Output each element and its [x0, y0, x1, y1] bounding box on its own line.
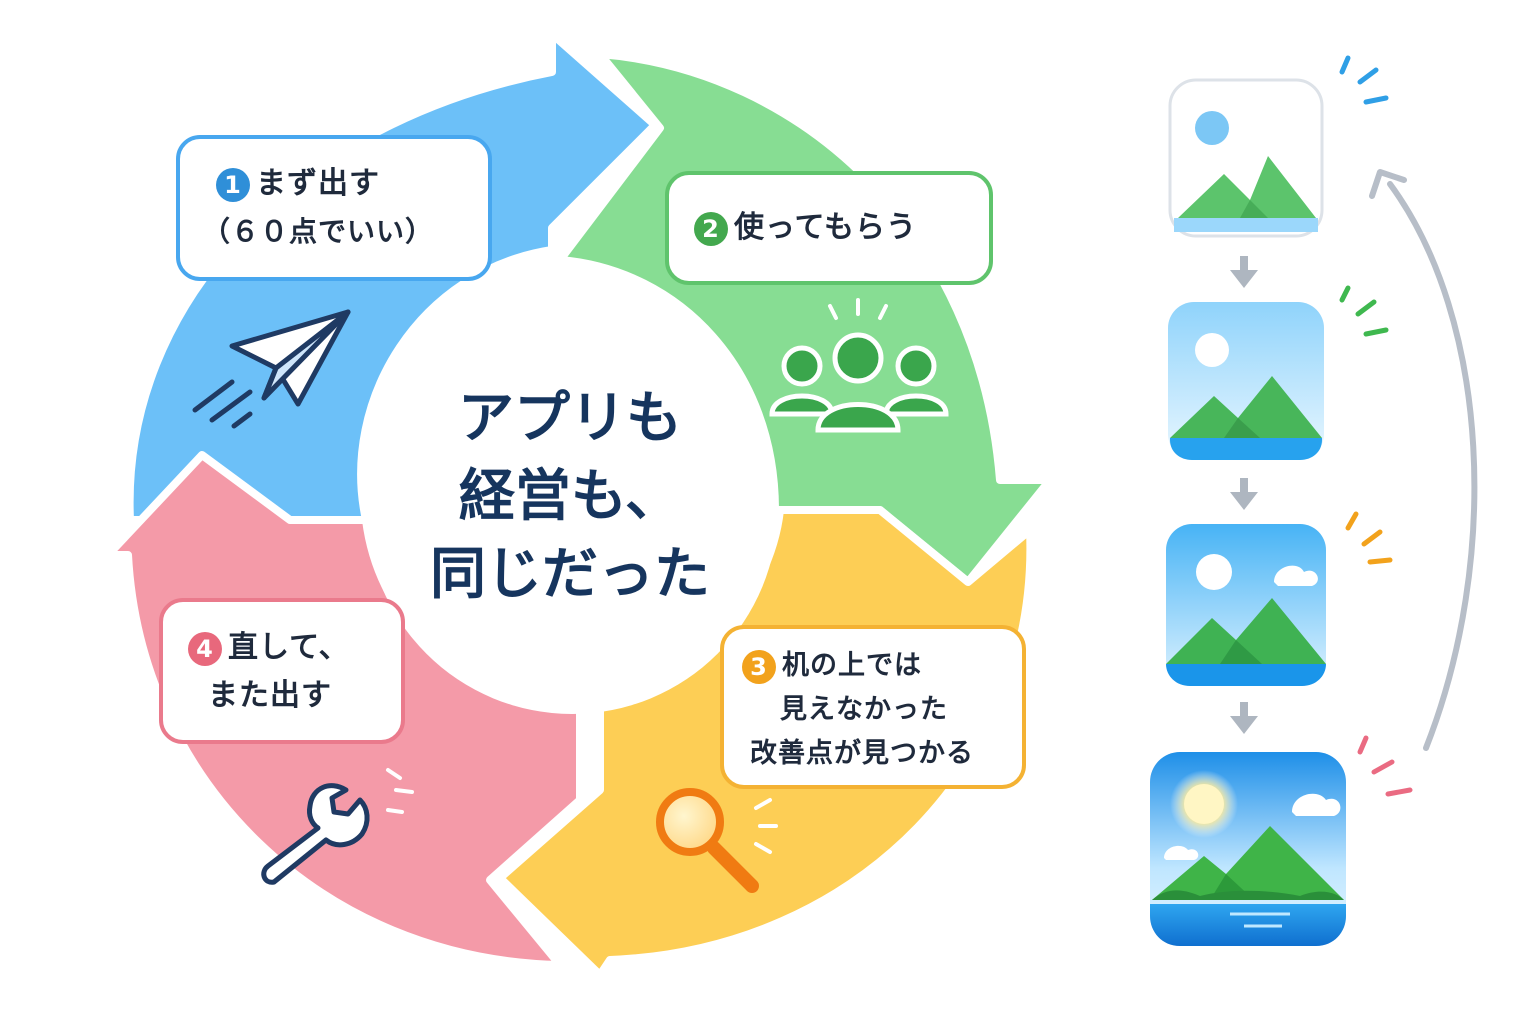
step-1-line-1: まず出す [256, 166, 380, 201]
step-3-line-2: 見えなかった [780, 694, 948, 725]
step-1-number-badge: 1 [216, 167, 250, 202]
step-1-box [176, 135, 492, 281]
step-2-box [665, 171, 993, 285]
progression-column [1150, 55, 1478, 946]
wrench-icon [261, 768, 414, 885]
sparkle-blue-icon [1339, 55, 1389, 105]
step-2-number-badge: 2 [694, 211, 728, 246]
step-2-line-1: 使ってもらう [734, 210, 917, 245]
paper-plane-icon [192, 309, 351, 429]
return-arrow-icon [1369, 169, 1478, 751]
sparkle-orange-icon [1345, 511, 1393, 565]
step-4-box [159, 598, 405, 744]
center-title-line-2: 経営も、 [458, 464, 682, 529]
step-4-number-badge: 4 [188, 631, 222, 666]
step-4-line-2: また出す [208, 678, 332, 713]
image-icon-stage-4 [1150, 752, 1346, 946]
users-group-icon [769, 298, 949, 433]
center-title: アプリも 経営も、 同じだった [400, 380, 740, 614]
center-disc [366, 302, 778, 714]
image-icon-stage-3 [1166, 524, 1326, 686]
center-title-line-1: アプリも [458, 386, 682, 451]
image-icon-stage-2 [1168, 302, 1324, 460]
step-1-line-2: （６０点でいい） [202, 215, 435, 248]
image-icon-stage-1 [1168, 78, 1324, 238]
progression-arrow-down [1230, 256, 1258, 734]
sparkle-pink-icon [1357, 735, 1413, 797]
magnifier-icon [656, 788, 778, 893]
step-3-line-1: 机の上では [782, 650, 922, 681]
step-3-line-3: 改善点が見つかる [750, 738, 974, 769]
center-title-line-3: 同じだった [430, 542, 710, 607]
step-3-box [720, 625, 1026, 789]
step-4-line-1: 直して、 [228, 630, 350, 665]
sparkle-green-icon [1339, 285, 1389, 337]
step-3-number-badge: 3 [742, 649, 776, 684]
